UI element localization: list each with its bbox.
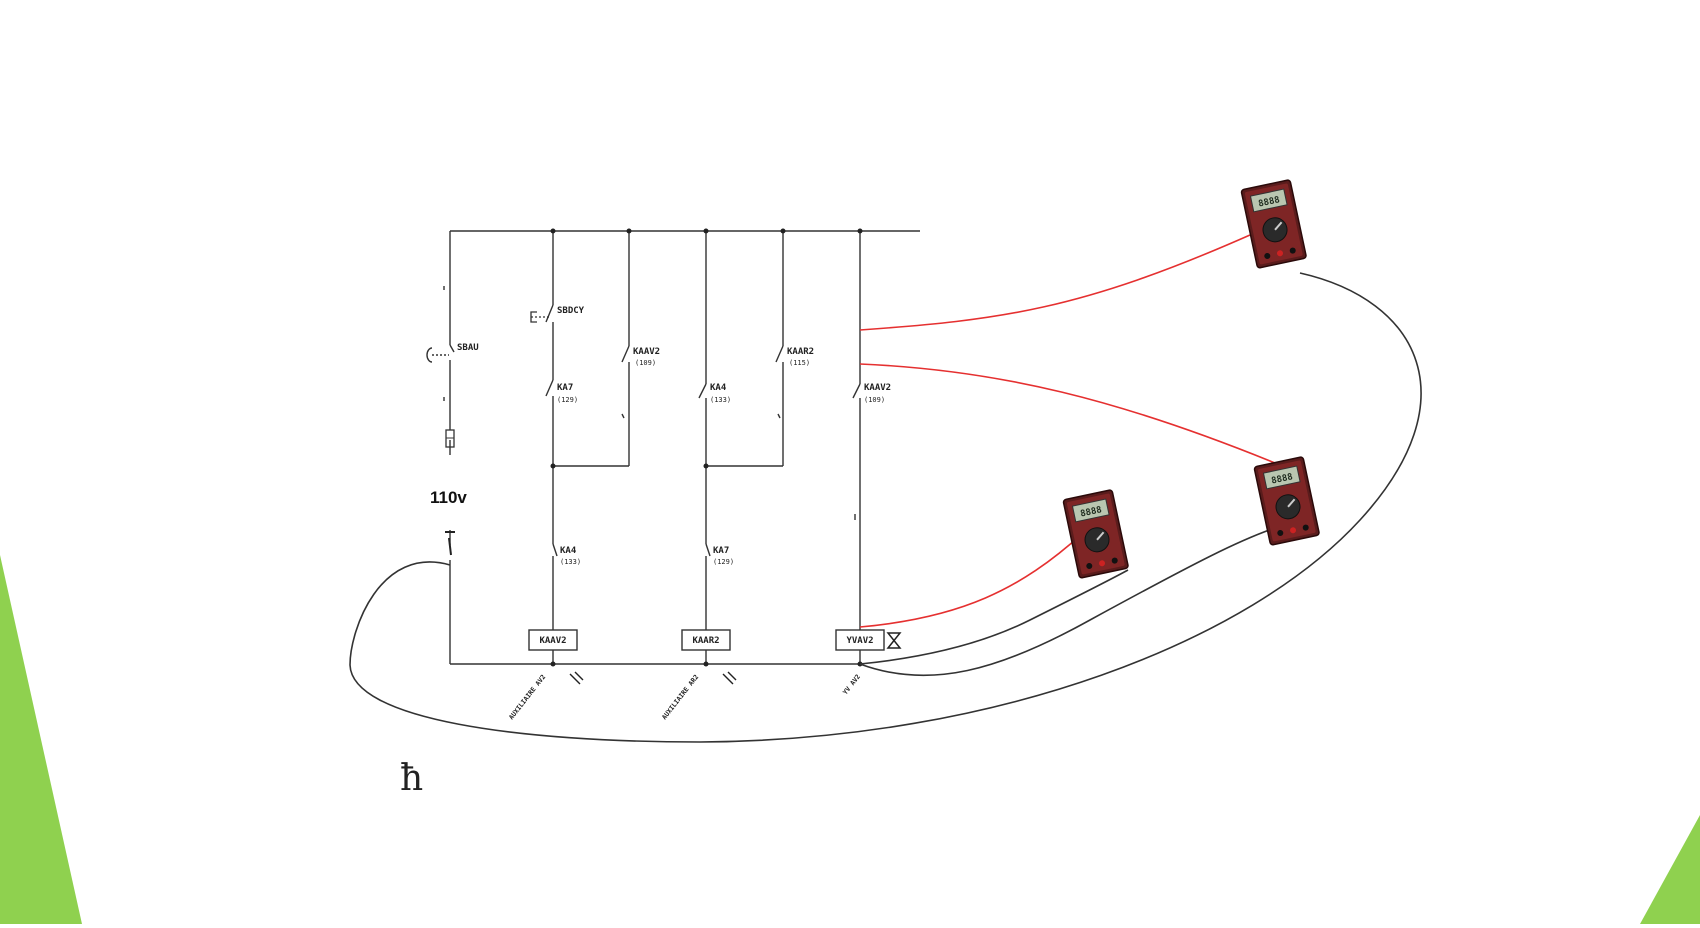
label-ka7-a-ref: (129) (557, 396, 578, 404)
label-ka4-a-ref: (133) (710, 396, 731, 404)
multimeter-1: 8888 (1240, 179, 1307, 269)
multimeter-1-display: 8888 (1258, 195, 1281, 209)
diode-icon (569, 671, 737, 685)
label-sbdcy: SBDCY (557, 306, 585, 316)
label-kaav2-b: KAAV2 (864, 383, 891, 393)
bottom-label-aux-ar2: AUXILIAIRE AR2 (660, 673, 700, 721)
label-ka4-b: KA4 (560, 546, 577, 556)
label-ka7-a: KA7 (557, 383, 573, 393)
multimeter-2-screen (1262, 465, 1301, 490)
red-lead-meter-1 (859, 234, 1251, 331)
faint-watermark: ħ (400, 758, 423, 799)
multimeter-3-display: 8888 (1080, 505, 1103, 519)
coil-kaar2-label: KAAR2 (692, 636, 719, 646)
multimeter-1-screen (1249, 188, 1288, 213)
label-ka4-b-ref: (133) (560, 558, 581, 566)
label-ka4-a: KA4 (710, 383, 727, 393)
label-sbau: SBAU (457, 343, 479, 353)
probe-wires (349, 234, 1422, 743)
label-kaar2: KAAR2 (787, 347, 814, 357)
multimeter-3: 8888 (1062, 489, 1129, 579)
coil-kaav2-label: KAAV2 (539, 636, 566, 646)
black-lead-meter-3 (859, 569, 1129, 665)
multimeter-3-screen (1071, 498, 1110, 523)
bottom-label-aux-av2: AUXILIAIRE AV2 (507, 673, 547, 721)
label-kaar2-ref: (115) (789, 359, 810, 367)
left-accent-shape (0, 555, 82, 924)
coil-yvav2: YVAV2 (835, 629, 885, 651)
label-kaav2-b-ref: (109) (864, 396, 885, 404)
supply-terminal-icon (445, 531, 455, 556)
black-lead-meter-2 (859, 527, 1276, 677)
coil-yvav2-label: YVAV2 (846, 636, 873, 646)
right-accent-shape (1640, 815, 1700, 924)
supply-voltage-label: 110v (430, 488, 467, 507)
black-lead-supply (349, 272, 1422, 743)
bottom-label-yv-av2: YV AV2 (841, 673, 862, 696)
junction-dots (550, 228, 863, 667)
label-ka7-b: KA7 (713, 546, 729, 556)
red-lead-meter-2 (859, 363, 1276, 464)
multimeter-2-display: 8888 (1271, 472, 1294, 486)
emergency-stop-icon (426, 347, 449, 363)
red-lead-meter-3 (859, 532, 1084, 628)
valve-icon (886, 632, 902, 649)
coil-kaar2: KAAR2 (681, 629, 731, 651)
schematic (443, 230, 920, 665)
push-button-icon (530, 311, 549, 323)
label-kaav2-a-ref: (109) (635, 359, 656, 367)
label-ka7-b-ref: (129) (713, 558, 734, 566)
label-kaav2-a: KAAV2 (633, 347, 660, 357)
coil-kaav2: KAAV2 (528, 629, 578, 651)
multimeter-2: 8888 (1253, 456, 1320, 546)
